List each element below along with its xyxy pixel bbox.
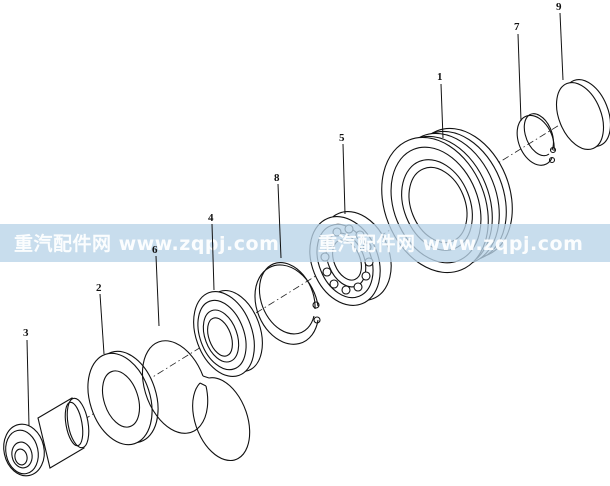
part-2-flat-washer — [87, 350, 159, 446]
part-9-end-cap — [555, 79, 610, 150]
label-part-3: 3 — [23, 327, 29, 339]
label-part-7: 7 — [514, 21, 520, 33]
watermark-band: 重汽配件网 www.zqpj.com 重汽配件网 www.zqpj.com — [0, 224, 610, 262]
part-4-seal-ring — [193, 289, 263, 377]
label-part-2: 2 — [96, 282, 102, 294]
label-part-9: 9 — [556, 1, 562, 13]
leader-lines — [26, 12, 564, 427]
part-8-snap-ring — [254, 262, 321, 345]
part-labels: 1 2 3 4 5 6 7 8 9 — [23, 1, 562, 339]
label-part-4: 4 — [208, 212, 214, 224]
label-part-5: 5 — [339, 132, 345, 144]
part-6-split-ring — [141, 340, 251, 462]
part-3-flanged-bushing — [3, 397, 90, 477]
watermark-text-right: 重汽配件网 www.zqpj.com — [318, 232, 583, 255]
label-part-8: 8 — [274, 172, 280, 184]
label-part-1: 1 — [437, 71, 443, 83]
part-7-snap-ring — [516, 113, 557, 166]
watermark-text-left: 重汽配件网 www.zqpj.com — [14, 232, 279, 255]
label-part-6: 6 — [152, 244, 158, 256]
